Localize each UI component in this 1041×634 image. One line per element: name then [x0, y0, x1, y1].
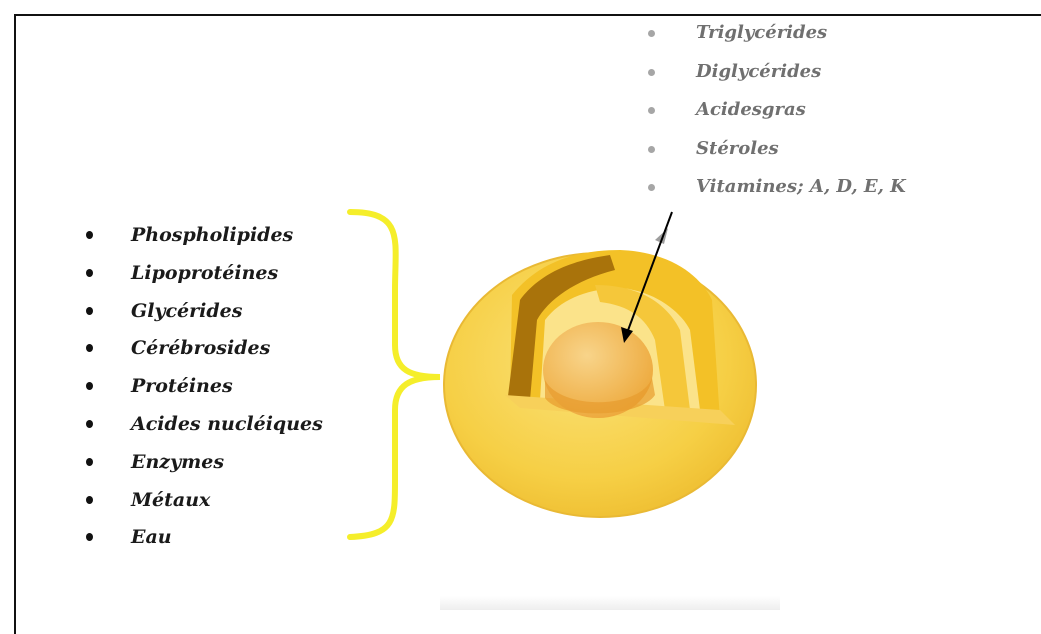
list-item: Lipoprotéines: [86, 258, 323, 296]
list-item: Glycérides: [86, 296, 323, 334]
bullet-icon: [648, 184, 655, 191]
curly-bracket: [350, 212, 440, 537]
list-item-label: Acides nucléiques: [131, 413, 323, 435]
bullet-icon: [648, 107, 655, 114]
list-item: Acides nucléiques: [86, 409, 323, 447]
list-item-label: Protéines: [131, 375, 233, 397]
list-item: Stéroles: [648, 134, 906, 173]
list-item-label: Acidesgras: [696, 99, 806, 120]
list-item-label: Stéroles: [696, 138, 779, 159]
list-item: Triglycérides: [648, 18, 906, 57]
bullet-icon: [648, 69, 655, 76]
list-item-label: Métaux: [131, 489, 210, 511]
inclusion-contents-list: Triglycérides Diglycérides Acidesgras St…: [648, 18, 906, 211]
list-item: Diglycérides: [648, 57, 906, 96]
bullet-icon: [86, 458, 93, 466]
list-item: Enzymes: [86, 447, 323, 485]
list-item-label: Phospholipides: [131, 224, 293, 246]
bullet-icon: [86, 382, 93, 390]
list-item: Protéines: [86, 371, 323, 409]
list-item-label: Eau: [131, 526, 172, 548]
list-item: Eau: [86, 522, 323, 560]
list-item-label: Lipoprotéines: [131, 262, 278, 284]
list-item: Cérébrosides: [86, 333, 323, 371]
list-item-label: Cérébrosides: [131, 337, 270, 359]
bullet-icon: [86, 307, 93, 315]
bottom-shadow: [440, 596, 780, 610]
bullet-icon: [86, 269, 93, 277]
cell-contents-list: Phospholipides Lipoprotéines Glycérides …: [86, 220, 323, 560]
bullet-icon: [86, 496, 93, 504]
list-item-label: Enzymes: [131, 451, 224, 473]
list-item-label: Glycérides: [131, 300, 242, 322]
list-item: Vitamines; A, D, E, K: [648, 172, 906, 211]
bullet-icon: [86, 344, 93, 352]
bullet-icon: [648, 146, 655, 153]
list-item: Acidesgras: [648, 95, 906, 134]
list-item-label: Diglycérides: [696, 61, 821, 82]
bullet-icon: [648, 30, 655, 37]
list-item-label: Triglycérides: [696, 22, 827, 43]
bullet-icon: [86, 231, 93, 239]
list-item: Phospholipides: [86, 220, 323, 258]
list-item: Métaux: [86, 485, 323, 523]
bullet-icon: [86, 533, 93, 541]
bullet-icon: [86, 420, 93, 428]
list-item-label: Vitamines; A, D, E, K: [696, 176, 906, 197]
